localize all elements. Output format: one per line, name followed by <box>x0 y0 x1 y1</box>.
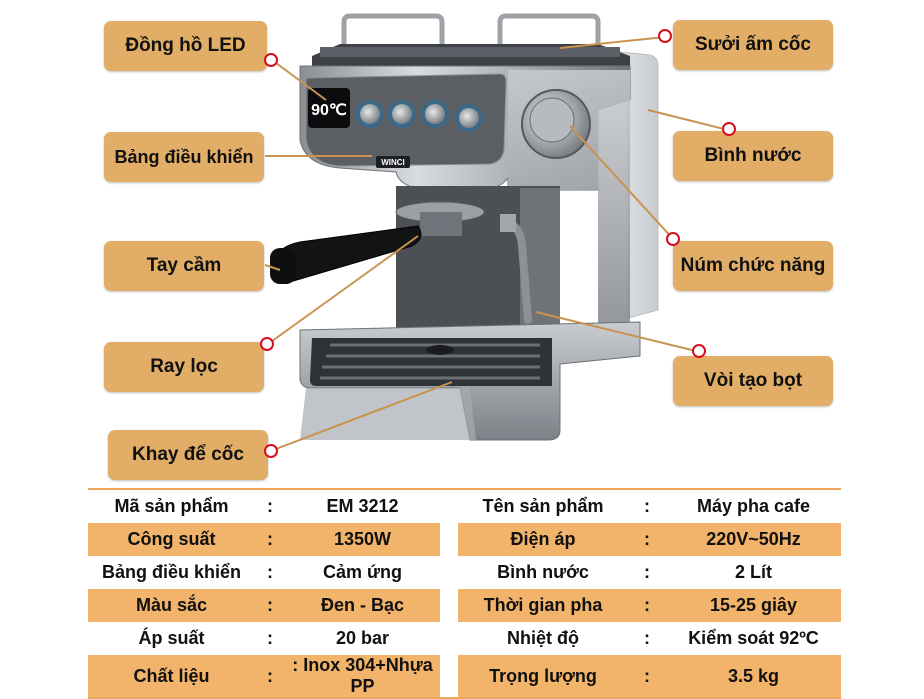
spec-separator <box>440 589 458 622</box>
spec-value: Kiểm soát 92ºC <box>666 622 841 655</box>
callout-cup-warmer-text: Sưởi ấm cốc <box>695 34 811 55</box>
callout-led-clock-text: Đồng hồ LED <box>125 35 246 56</box>
callout-filter-rail: Ray lọc <box>104 342 264 392</box>
spec-value: EM 3212 <box>285 488 440 523</box>
led-display-text: 90℃ <box>311 102 347 119</box>
spec-colon: : <box>255 488 285 523</box>
spec-label: Mã sản phẩm <box>88 488 255 523</box>
spec-label: Nhiệt độ <box>458 622 628 655</box>
spec-colon: : <box>255 523 285 556</box>
callout-water-tank-text: Bình nước <box>704 145 802 166</box>
spec-label: Thời gian pha <box>458 589 628 622</box>
spec-value: Cảm ứng <box>285 556 440 589</box>
spec-separator <box>440 556 458 589</box>
touch-buttons <box>356 100 483 132</box>
spec-value: Máy pha cafe <box>666 488 841 523</box>
pointer-dot <box>722 122 736 136</box>
spec-separator <box>440 622 458 655</box>
callout-cup-tray-text: Khay để cốc <box>132 444 244 465</box>
spec-separator <box>440 655 458 699</box>
pointer-dot <box>264 444 278 458</box>
pointer-dot <box>658 29 672 43</box>
spec-value: 1350W <box>285 523 440 556</box>
spec-value: : Inox 304+Nhựa PP <box>285 655 440 699</box>
callout-handle: Tay cầm <box>104 241 264 291</box>
callout-control-panel: Bảng điều khiển <box>104 132 264 182</box>
callout-water-tank: Bình nước <box>673 131 833 181</box>
spec-colon: : <box>628 655 666 699</box>
spec-colon: : <box>628 589 666 622</box>
pointer-dot <box>666 232 680 246</box>
callout-steam-wand-text: Vòi tạo bọt <box>703 370 803 391</box>
spec-label: Màu sắc <box>88 589 255 622</box>
spec-value: 3.5 kg <box>666 655 841 699</box>
callout-steam-wand: Vòi tạo bọt <box>673 356 833 406</box>
spec-label: Điện áp <box>458 523 628 556</box>
pointer-dot <box>692 344 706 358</box>
pointer-dot <box>264 53 278 67</box>
spec-colon: : <box>628 523 666 556</box>
spec-value: 15-25 giây <box>666 589 841 622</box>
brand-text: WINCI <box>381 158 405 167</box>
callout-cup-tray: Khay để cốc <box>108 430 268 480</box>
spec-colon: : <box>255 655 285 699</box>
spec-colon: : <box>255 556 285 589</box>
brand-plate <box>376 156 410 168</box>
spec-label: Chất liệu <box>88 655 255 699</box>
spec-colon: : <box>628 556 666 589</box>
spec-value: 20 bar <box>285 622 440 655</box>
spec-value: Đen - Bạc <box>285 589 440 622</box>
callout-handle-text: Tay cầm <box>146 255 222 276</box>
spec-label: Tên sản phẩm <box>458 488 628 523</box>
spec-label: Bình nước <box>458 556 628 589</box>
spec-colon: : <box>255 622 285 655</box>
pointer-lines <box>264 36 729 453</box>
callout-function-knob-text: Núm chức năng <box>680 255 826 276</box>
callout-control-panel-text: Bảng điều khiển <box>114 146 254 167</box>
spec-label: Áp suất <box>88 622 255 655</box>
spec-colon: : <box>628 488 666 523</box>
callout-led-clock: Đồng hồ LED <box>104 21 267 71</box>
spec-separator <box>440 523 458 556</box>
spec-value: 220V~50Hz <box>666 523 841 556</box>
callout-function-knob: Núm chức năng <box>673 241 833 291</box>
drip-tray <box>310 338 552 386</box>
callout-filter-rail-text: Ray lọc <box>150 356 218 377</box>
pointer-dot <box>260 337 274 351</box>
spec-separator <box>440 488 458 523</box>
cup-warmer-rails <box>341 13 601 51</box>
led-display <box>308 88 350 128</box>
spec-label: Công suất <box>88 523 255 556</box>
spec-label: Trọng lượng <box>458 655 628 699</box>
callout-cup-warmer: Sưởi ấm cốc <box>673 20 833 70</box>
spec-value: 2 Lít <box>666 556 841 589</box>
spec-colon: : <box>628 622 666 655</box>
spec-label: Bảng điều khiển <box>88 556 255 589</box>
spec-colon: : <box>255 589 285 622</box>
espresso-machine-image: 90℃ WINCI <box>264 13 729 453</box>
